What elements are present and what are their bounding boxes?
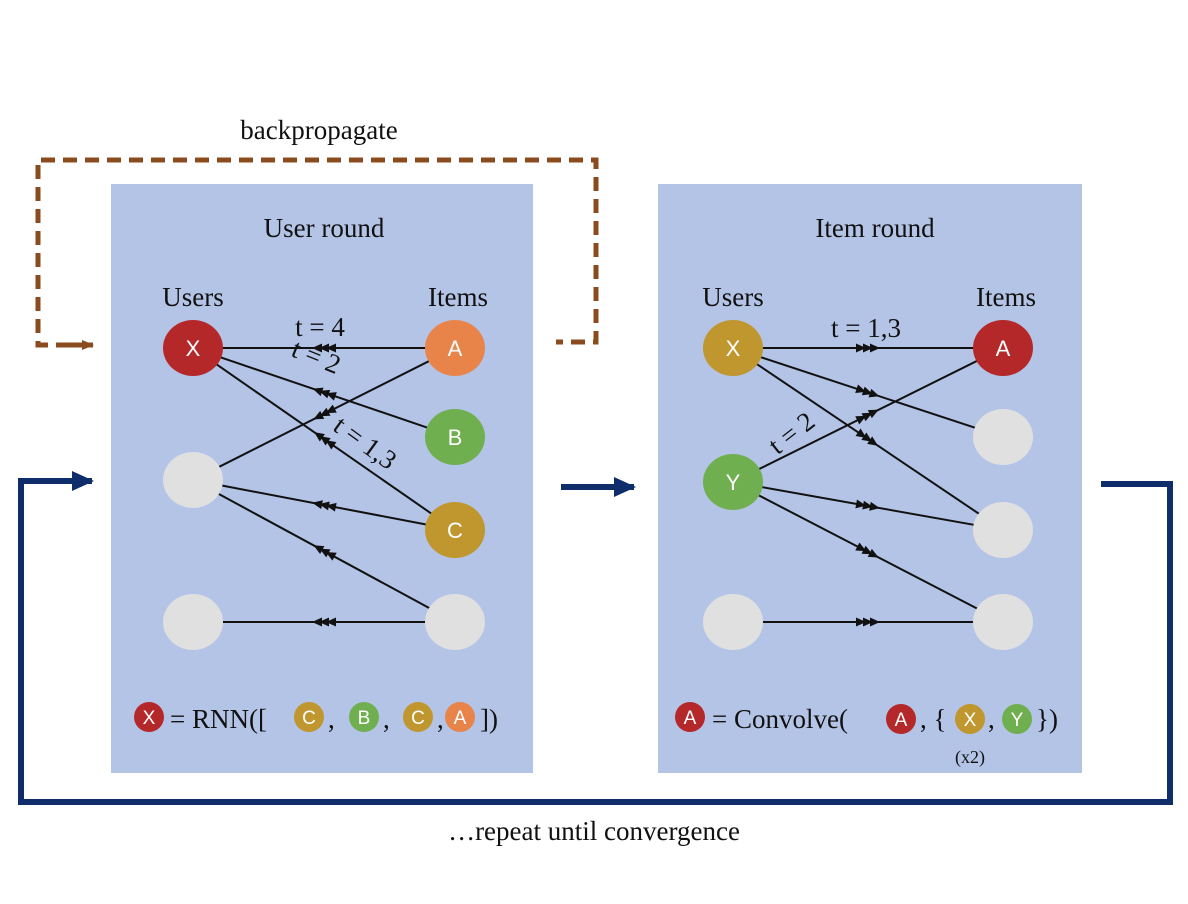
repeat-loop-path <box>18 478 1173 805</box>
user-round-item-node-2: B <box>425 409 485 465</box>
user-round-item-node-1-label: A <box>448 336 463 361</box>
user-round-nodes: X A B C <box>163 320 485 650</box>
item-round-users-header: Users <box>702 282 764 312</box>
user-round-item-node-1: A <box>425 320 485 376</box>
edge-user3-item4 <box>219 617 429 627</box>
item-round-user-node-1: X <box>703 320 763 376</box>
edge-userY-item3 <box>758 485 978 527</box>
user-formula-token-chip-4: A <box>445 702 475 732</box>
item-round-formula: A = Convolve( A , { X, Y}) (x2) <box>675 702 1058 768</box>
user-formula-lhs-chip: X <box>134 702 164 732</box>
backpropagate-label: backpropagate <box>240 115 397 145</box>
user-formula-separator-2: , <box>383 704 390 734</box>
item-round-user-node-2: Y <box>703 454 763 510</box>
user-round-user-node-1: X <box>163 320 223 376</box>
item-formula-lhs-chip: A <box>675 702 705 732</box>
user-formula-token-chip-1-label: C <box>302 708 316 729</box>
item-formula-arg-chip: A <box>886 704 916 734</box>
user-round-user-node-1-label: X <box>186 336 201 361</box>
user-round-formula: X = RNN([ C, B, C, A]) <box>134 702 498 734</box>
item-formula-set-chip-2-label: Y <box>1011 710 1024 731</box>
item-formula-set-chip-2: Y <box>1002 704 1032 734</box>
item-formula-arg-chip-label: A <box>895 710 908 731</box>
user-round-users-header: Users <box>162 282 224 312</box>
item-formula-set-open: , { <box>920 704 946 734</box>
item-round-item-node-4 <box>973 594 1033 650</box>
user-round-item-node-2-label: B <box>448 425 463 450</box>
user-round-items-header: Items <box>428 282 488 312</box>
edge-userX-itemA <box>759 343 977 353</box>
item-round-user-node-1-label: X <box>726 336 741 361</box>
item-round-edges <box>754 343 982 627</box>
user-formula-token-chip-3-label: C <box>411 708 425 729</box>
round-transition-arrows <box>18 471 1173 805</box>
edge-user2-itemA <box>215 358 433 470</box>
user-formula-lhs-chip-label: X <box>143 708 156 729</box>
edge-user2-item4 <box>215 491 433 611</box>
user-round-item-node-4 <box>425 594 485 650</box>
user-formula-separator-3: , <box>437 704 444 734</box>
user-formula-token-chip-2-label: B <box>358 708 371 729</box>
user-formula-rnn-open: = RNN([ <box>170 704 267 734</box>
backpropagate-dashed-path <box>35 157 599 348</box>
user-round-time-label-t4: t = 4 <box>295 312 345 342</box>
user-formula-separator-1: , <box>328 704 335 734</box>
item-round-item-node-2 <box>973 409 1033 465</box>
edge-user2-itemC <box>218 483 430 527</box>
user-round-user-node-3 <box>163 594 223 650</box>
item-formula-convolve-open: = Convolve( <box>712 704 848 734</box>
edge-userX-itemC <box>213 362 435 516</box>
user-round-user-node-2 <box>163 452 223 508</box>
item-round-time-label-t13: t = 1,3 <box>831 313 901 343</box>
item-round-nodes: X Y A <box>703 320 1033 650</box>
user-round-item-node-3: C <box>425 502 485 558</box>
edge-userY-item4 <box>755 493 981 611</box>
edge-userX-itemA <box>219 343 429 353</box>
repeat-until-convergence-label: …repeat until convergence <box>448 816 740 846</box>
item-round-item-node-1-label: A <box>996 336 1011 361</box>
backpropagate-loop-arrow <box>35 157 599 350</box>
user-round-edges <box>213 343 435 627</box>
edge-userX-item3 <box>754 361 982 517</box>
item-round-title: Item round <box>815 213 935 243</box>
item-round-user-node-2-label: Y <box>726 470 741 495</box>
user-formula-close: ]) <box>480 704 498 734</box>
user-formula-token-chip-3: C <box>403 702 433 732</box>
item-round-user-node-3 <box>703 594 763 650</box>
item-formula-set-chip-1: X <box>955 704 985 734</box>
edge-userX-itemB <box>217 355 431 430</box>
user-formula-token-chip-2: B <box>349 702 379 732</box>
user-formula-token-chip-4-label: A <box>454 708 467 729</box>
item-formula-set-chip-1-label: X <box>964 710 977 731</box>
item-formula-set-separator: , <box>988 704 995 734</box>
edge-userY-itemA <box>755 358 981 472</box>
item-round-item-node-3 <box>973 502 1033 558</box>
user-formula-token-chip-1: C <box>294 702 324 732</box>
item-round-items-header: Items <box>976 282 1036 312</box>
item-formula-close: }) <box>1036 704 1058 734</box>
edge-userX-item2 <box>757 355 979 430</box>
item-formula-multiplier: (x2) <box>955 747 985 768</box>
item-formula-lhs-chip-label: A <box>684 708 697 729</box>
user-round-title: User round <box>264 213 385 243</box>
item-round-item-node-1: A <box>973 320 1033 376</box>
user-round-item-node-3-label: C <box>447 518 463 543</box>
edge-user3-item4 <box>759 617 977 627</box>
